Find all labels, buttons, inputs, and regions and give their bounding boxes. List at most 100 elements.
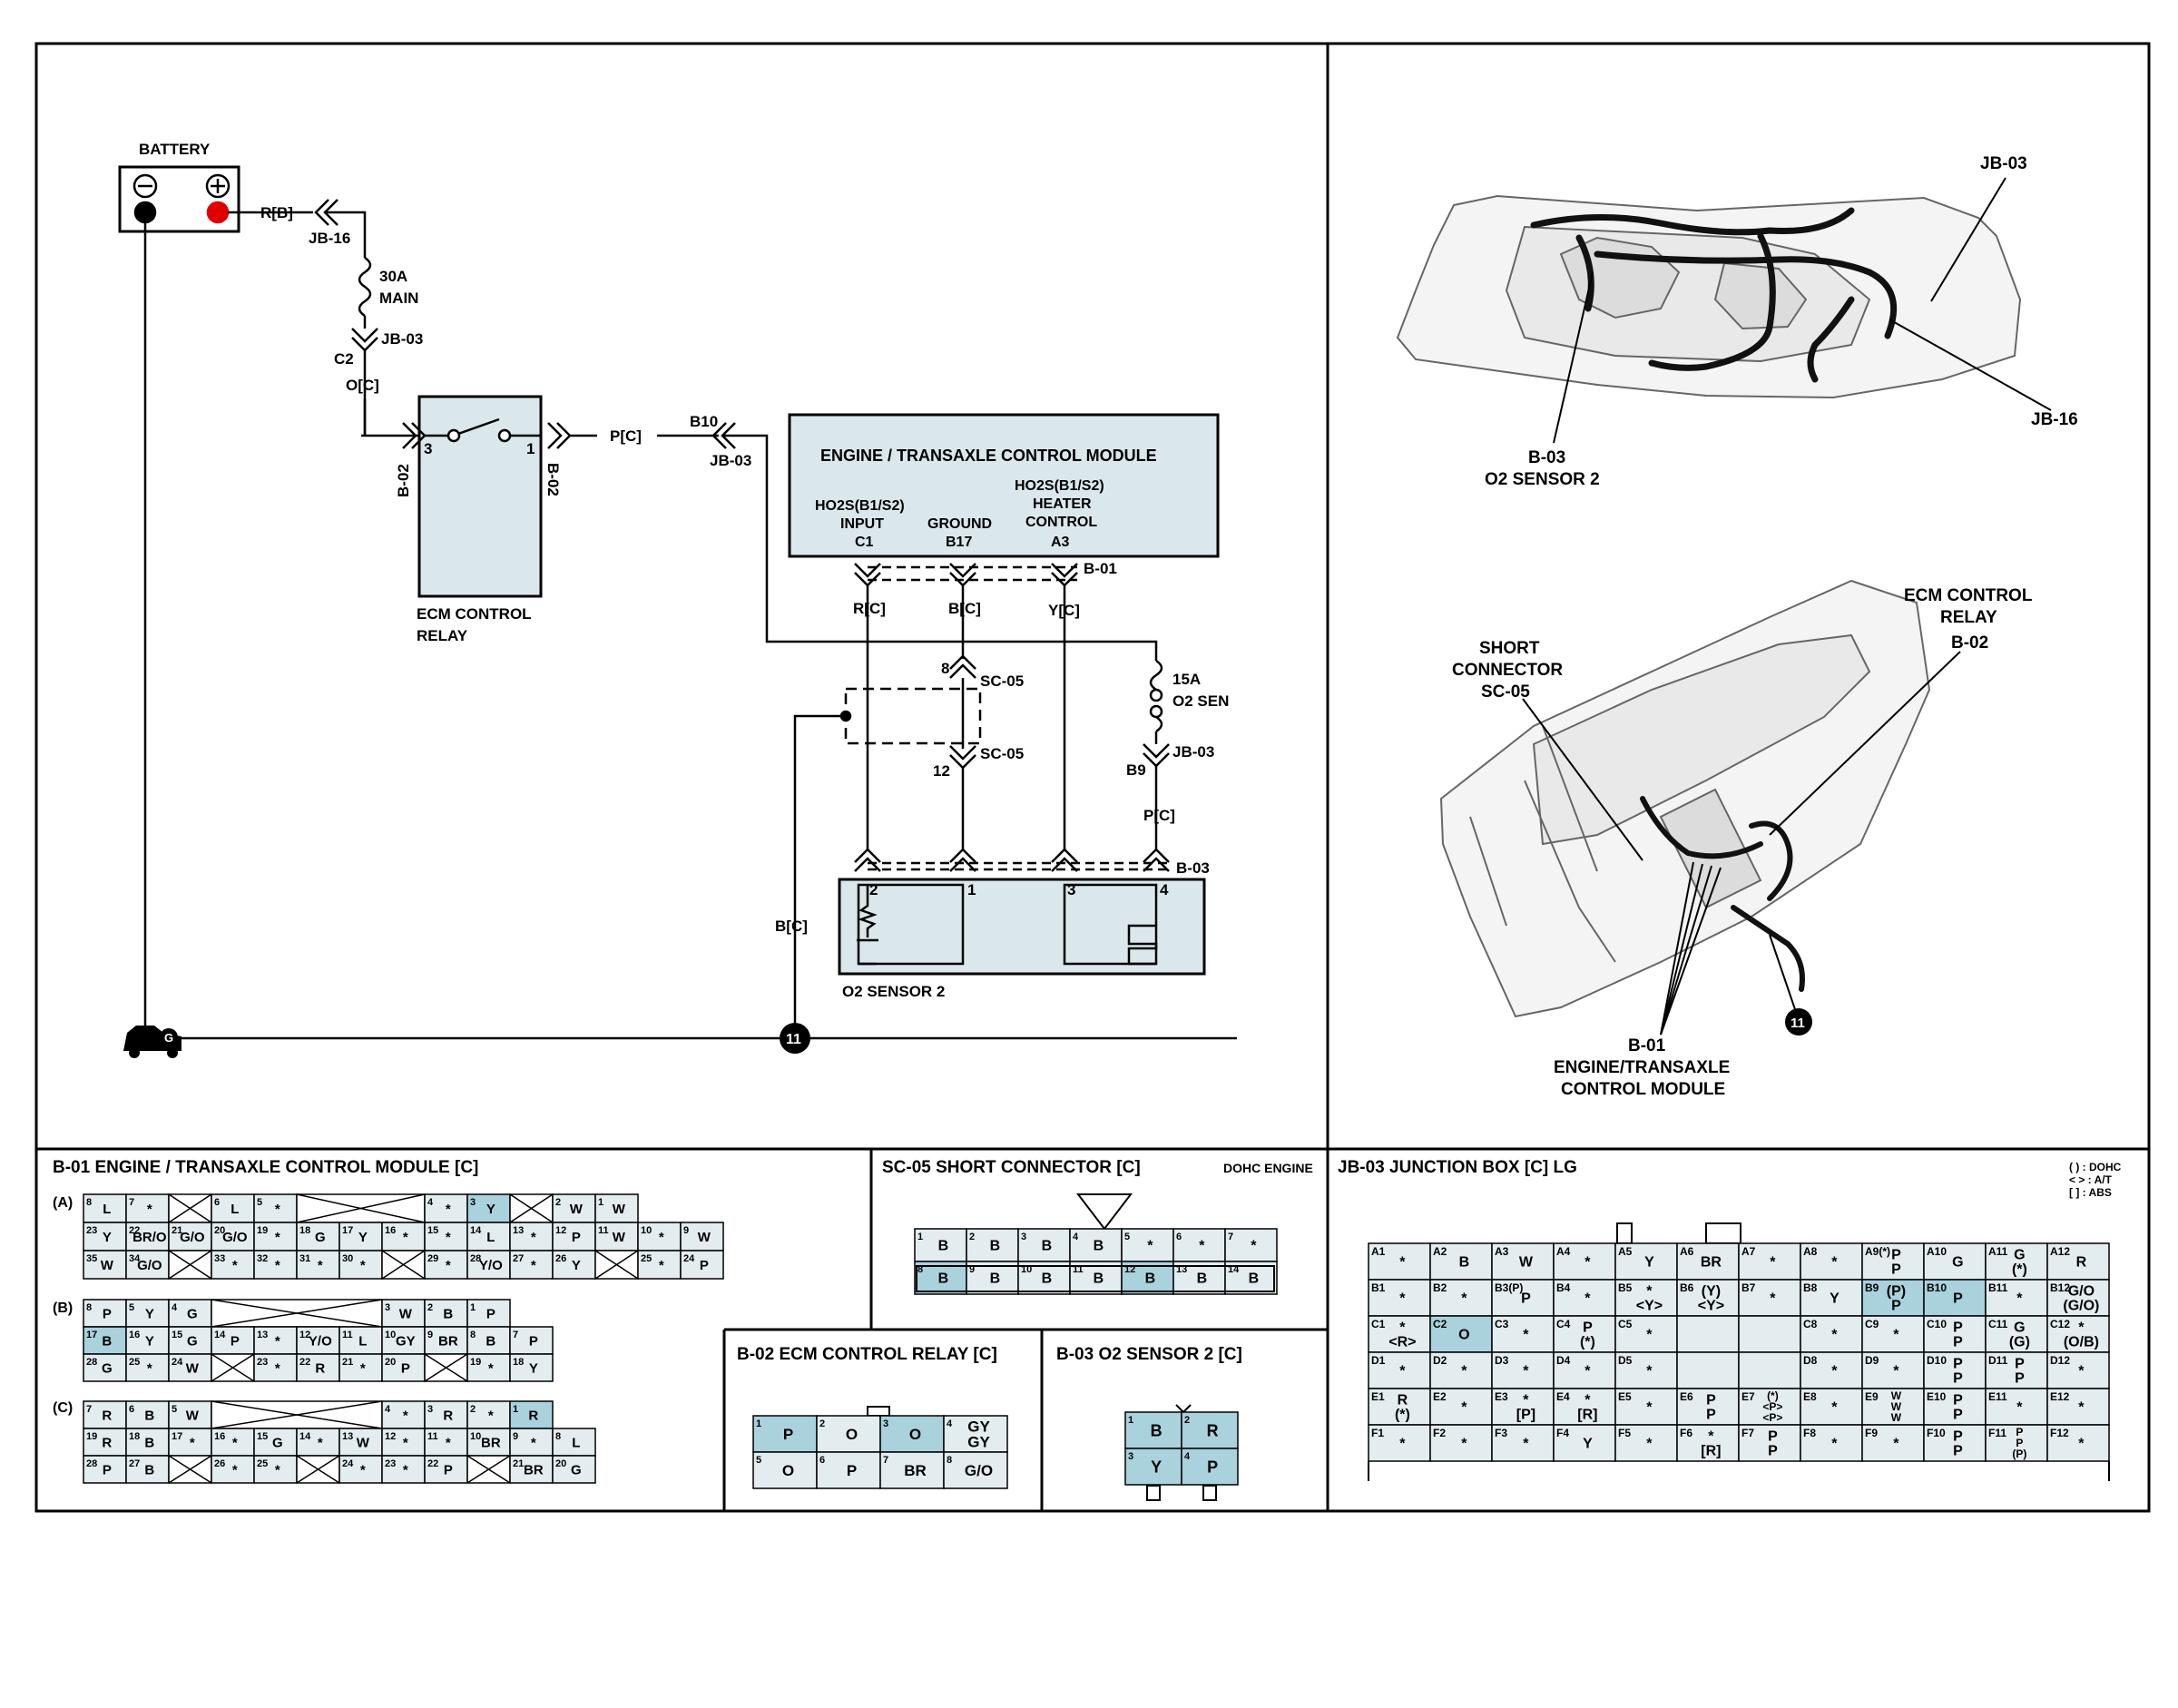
- pin-cell: 26*: [211, 1455, 255, 1484]
- engine-bay-illustration: [1396, 194, 2022, 399]
- b17-line-2: B17: [946, 535, 972, 550]
- wire-color: G: [1952, 1255, 1963, 1271]
- wire-color: *: [1584, 1291, 1591, 1307]
- wire-color: BR: [1701, 1255, 1722, 1271]
- pin-cell: B6(Y)<Y>: [1676, 1279, 1740, 1317]
- wire-color: Y: [1830, 1291, 1840, 1307]
- wire-color: *: [403, 1408, 408, 1423]
- wire-color: *: [446, 1202, 451, 1217]
- pin-number: 15: [172, 1330, 182, 1340]
- wire-color: *: [147, 1202, 152, 1217]
- battery-box: [118, 165, 240, 233]
- pin-number: 6: [214, 1197, 220, 1208]
- wire-color: P: [1953, 1357, 1963, 1372]
- wire-color: BR: [524, 1462, 544, 1477]
- pin-number: E7: [1741, 1390, 1755, 1403]
- a3-line-1: HO2S(B1/S2): [1015, 478, 1104, 494]
- pin-number: F6: [1680, 1427, 1692, 1439]
- wire-bc-ground: B[C]: [775, 918, 808, 935]
- wire-color: Y: [1644, 1255, 1654, 1271]
- fuse-main-amps: 30A: [379, 268, 407, 285]
- cabin-illustration: [1439, 579, 1931, 1018]
- ecm-control-relay: [417, 395, 543, 598]
- sc05-top: SC-05: [980, 672, 1024, 690]
- pin-cell: F5*: [1614, 1424, 1678, 1462]
- wire-color: *: [1147, 1239, 1153, 1254]
- wire-color: P: [700, 1258, 709, 1273]
- blank-cavity: [211, 1400, 383, 1429]
- pin-cell: 14*: [296, 1428, 340, 1457]
- pin-number: 1: [470, 1302, 476, 1313]
- wire-color: P: [1891, 1299, 1901, 1314]
- pin-cell: 25*: [637, 1250, 682, 1280]
- pin-number: 31: [299, 1253, 310, 1264]
- pin-cell: 6*: [1172, 1228, 1226, 1262]
- wire-color: GY: [967, 1418, 990, 1435]
- pin-number: 30: [342, 1253, 353, 1264]
- wire-color: *: [1523, 1437, 1529, 1452]
- pin-number: D1: [1371, 1354, 1386, 1367]
- pin-number: 20: [214, 1225, 225, 1236]
- b03-title: B-03 O2 SENSOR 2 [C]: [1056, 1345, 1242, 1364]
- wire-color: P: [783, 1426, 793, 1443]
- wire-color: *: [232, 1258, 238, 1273]
- wire-color: BR: [481, 1435, 501, 1450]
- pin-cell: D3*: [1491, 1351, 1555, 1389]
- pin-number: D10: [1927, 1354, 1947, 1367]
- wire-color: *: [318, 1258, 323, 1273]
- pin-number: B8: [1803, 1281, 1818, 1294]
- wire-color: BR: [438, 1333, 458, 1349]
- loc-ground-11-label: 11: [1790, 1016, 1805, 1031]
- wire-color: W: [1891, 1400, 1902, 1413]
- pin-number: 26: [555, 1253, 566, 1264]
- pin-cell: 23*: [253, 1353, 298, 1382]
- wire-pc-2: P[C]: [1143, 807, 1175, 824]
- wire-color: O: [782, 1462, 794, 1479]
- sensor-pin-4: 4: [1160, 881, 1169, 898]
- relay-label-2: RELAY: [417, 627, 468, 644]
- pin-number: 25: [129, 1357, 140, 1368]
- wire-color: Y: [486, 1202, 495, 1217]
- wire-color: P: [1706, 1393, 1716, 1409]
- connector-titles: B-01 ENGINE / TRANSAXLE CONTROL MODULE […: [53, 1158, 2122, 1416]
- pin-number: 18: [299, 1225, 310, 1236]
- pin-number: E4: [1556, 1390, 1570, 1403]
- wire-color: *: [1646, 1437, 1653, 1452]
- jb03-label: JB-03: [381, 330, 423, 348]
- wire-color: B: [1459, 1255, 1470, 1271]
- pin-number: 2: [819, 1418, 825, 1429]
- wire-color: [R]: [1577, 1408, 1597, 1423]
- cabin-harness-lines: [1640, 796, 1805, 992]
- wire-color: P: [2015, 1357, 2025, 1372]
- pin-cell: 12*: [381, 1428, 426, 1457]
- row-label-b: (B): [53, 1301, 73, 1316]
- pin-number: A4: [1556, 1245, 1571, 1258]
- wire-color: *: [659, 1230, 664, 1245]
- wire-color: B: [443, 1306, 453, 1321]
- wire-color: P: [401, 1360, 410, 1376]
- pin-number: 4: [1184, 1451, 1191, 1462]
- wire-color: P: [231, 1333, 240, 1349]
- pin-cell: 4B: [1069, 1228, 1123, 1262]
- pin-number: 4: [427, 1197, 434, 1208]
- pin-cell: B1*: [1368, 1279, 1431, 1317]
- pin-cell: A8*: [1800, 1242, 1863, 1281]
- pin-number: B4: [1556, 1281, 1571, 1294]
- pin-number: E6: [1680, 1390, 1693, 1403]
- wire-yc: Y[C]: [1048, 602, 1080, 619]
- pin-cell: B2*: [1429, 1279, 1493, 1317]
